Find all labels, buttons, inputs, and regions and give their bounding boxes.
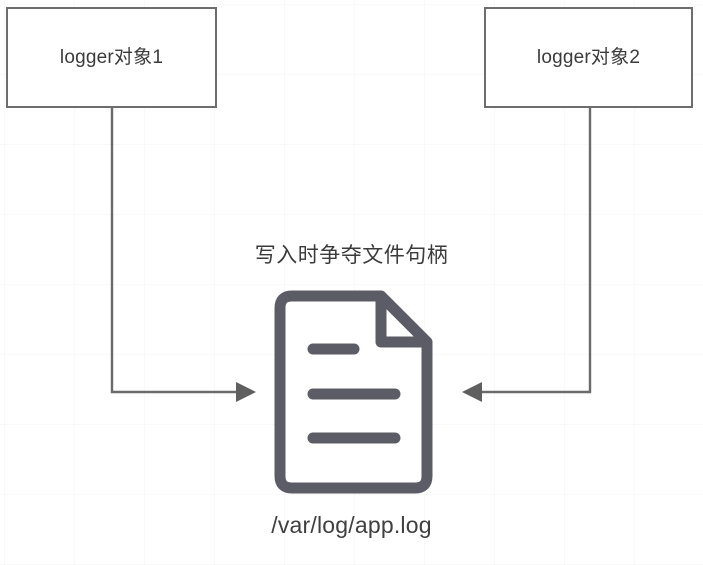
contention-label: 写入时争夺文件句柄 [254, 244, 449, 267]
connector-logger1-arrowhead [236, 382, 256, 402]
connector-logger2-arrowhead [462, 382, 482, 402]
document-folded-corner [375, 292, 431, 348]
connector-logger2-line [474, 108, 592, 394]
connector-logger2-to-file[interactable] [462, 108, 592, 402]
node-logger2[interactable]: logger对象2 [484, 7, 693, 108]
node-logger1-label: logger对象1 [59, 47, 164, 68]
connector-logger1-to-file[interactable] [110, 108, 256, 402]
document-file-icon[interactable] [274, 290, 433, 494]
connector-logger1-line [110, 108, 244, 394]
node-logger2-label: logger对象2 [536, 47, 641, 68]
node-logger1[interactable]: logger对象1 [6, 7, 217, 108]
file-path-label: /var/log/app.log [271, 512, 432, 538]
